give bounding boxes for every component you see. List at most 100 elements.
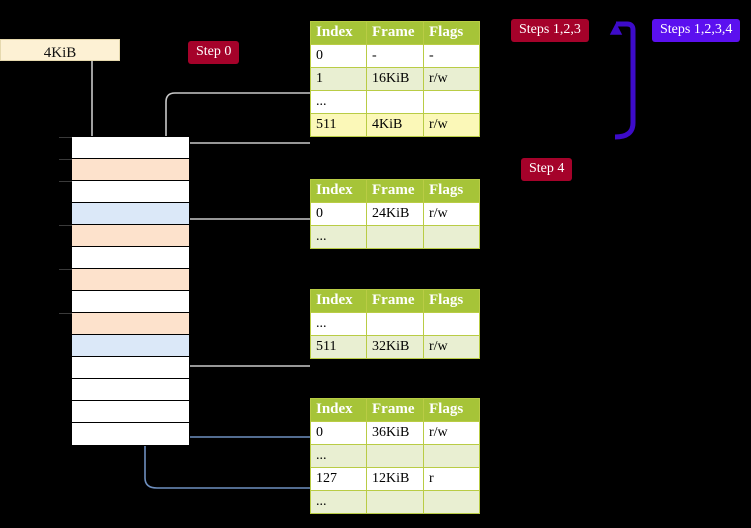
memory-frame-row <box>72 401 189 423</box>
table-row: 0 24KiB r/w <box>310 202 480 226</box>
cell-frame <box>366 90 424 114</box>
table-header-row: Index Frame Flags <box>310 21 480 45</box>
cell-index: ... <box>310 444 367 468</box>
table-row: ... <box>310 312 480 336</box>
memory-frame-tick <box>59 137 72 138</box>
column-header-frame: Frame <box>366 21 424 45</box>
cell-index: 511 <box>310 335 367 359</box>
cell-flags <box>423 490 480 514</box>
cell-frame: 24KiB <box>366 202 424 226</box>
cell-index: 0 <box>310 44 367 68</box>
cell-index: ... <box>310 225 367 249</box>
cell-frame <box>366 225 424 249</box>
badge-steps-1234: Steps 1,2,3,4 <box>652 19 741 42</box>
cell-index: ... <box>310 490 367 514</box>
memory-frame-row <box>72 379 189 401</box>
column-header-index: Index <box>310 289 367 313</box>
cell-index: 127 <box>310 467 367 491</box>
table-row: 0 - - <box>310 44 480 68</box>
column-header-frame: Frame <box>366 289 424 313</box>
cell-index: 0 <box>310 202 367 226</box>
table-header-row: Index Frame Flags <box>310 398 480 422</box>
column-header-index: Index <box>310 21 367 45</box>
wire-pdpt-0-to-frame <box>177 218 310 262</box>
cell-index: 0 <box>310 421 367 445</box>
memory-frame-row <box>72 225 189 247</box>
memory-frame-row <box>72 269 189 291</box>
physical-memory-column <box>71 136 190 446</box>
table-row: ... <box>310 444 480 468</box>
memory-frame-row <box>72 335 189 357</box>
memory-frame-row <box>72 137 189 159</box>
page-table-pd: Index Frame Flags ... 511 32KiB r/w <box>310 289 480 359</box>
badge-steps-123: Steps 1,2,3 <box>511 19 589 42</box>
cell-flags: r/w <box>423 335 480 359</box>
table-row: 1 16KiB r/w <box>310 67 480 91</box>
column-header-flags: Flags <box>423 398 480 422</box>
wire-pml4-1-to-frame <box>165 92 310 219</box>
table-row: 511 32KiB r/w <box>310 335 480 359</box>
cell-frame: 16KiB <box>366 67 424 91</box>
badge-step-4: Step 4 <box>521 158 573 181</box>
memory-frame-tick <box>59 269 72 270</box>
memory-frame-tick <box>59 181 72 182</box>
memory-frame-row <box>72 247 189 269</box>
cell-index: 1 <box>310 67 367 91</box>
cell-frame <box>366 312 424 336</box>
cell-index: ... <box>310 90 367 114</box>
memory-frame-tick <box>59 159 72 160</box>
cell-flags: r/w <box>423 421 480 445</box>
cell-index: ... <box>310 312 367 336</box>
memory-frame-tick <box>59 313 72 314</box>
wire-pml4-511-to-frame <box>171 142 310 167</box>
column-header-flags: Flags <box>423 289 480 313</box>
wire-pd-511-to-frame <box>171 310 310 367</box>
column-header-index: Index <box>310 398 367 422</box>
table-row: 127 12KiB r <box>310 467 480 491</box>
table-row: ... <box>310 225 480 249</box>
table-row: ... <box>310 490 480 514</box>
cell-frame: - <box>366 44 424 68</box>
cell-index: 511 <box>310 113 367 137</box>
table-row: 0 36KiB r/w <box>310 421 480 445</box>
cell-flags: - <box>423 44 480 68</box>
column-header-flags: Flags <box>423 21 480 45</box>
cell-flags <box>423 444 480 468</box>
cell-frame: 4KiB <box>366 113 424 137</box>
memory-frame-row <box>72 203 189 225</box>
memory-frame-row <box>72 181 189 203</box>
cell-flags <box>423 90 480 114</box>
cell-flags: r <box>423 467 480 491</box>
page-table-pdpt: Index Frame Flags 0 24KiB r/w ... <box>310 179 480 249</box>
cell-flags <box>423 225 480 249</box>
table-row: ... <box>310 90 480 114</box>
wire-steps-1234-return <box>609 21 636 140</box>
wire-pt-127-to-frame <box>138 208 310 489</box>
memory-frame-row <box>72 159 189 181</box>
column-header-flags: Flags <box>423 179 480 203</box>
column-header-frame: Frame <box>366 398 424 422</box>
memory-frame-row <box>72 423 189 445</box>
cell-flags: r/w <box>423 67 480 91</box>
memory-frame-row <box>72 357 189 379</box>
cell-flags <box>423 312 480 336</box>
cell-flags: r/w <box>423 202 480 226</box>
memory-frame-tick <box>59 225 72 226</box>
page-table-pml4: Index Frame Flags 0 - - 1 16KiB r/w ... <box>310 21 480 137</box>
table-row: 511 4KiB r/w <box>310 113 480 137</box>
cell-frame: 12KiB <box>366 467 424 491</box>
page-table-pt: Index Frame Flags 0 36KiB r/w ... 127 12… <box>310 398 480 514</box>
cell-frame: 32KiB <box>366 335 424 359</box>
cell-frame <box>366 490 424 514</box>
column-header-index: Index <box>310 179 367 203</box>
badge-step-0: Step 0 <box>188 41 240 64</box>
memory-frame-row <box>72 291 189 313</box>
cell-flags: r/w <box>423 113 480 137</box>
table-header-row: Index Frame Flags <box>310 179 480 203</box>
memory-size-label: 4KiB <box>0 39 120 61</box>
table-header-row: Index Frame Flags <box>310 289 480 313</box>
cell-frame <box>366 444 424 468</box>
memory-frame-row <box>72 313 189 335</box>
cell-frame: 36KiB <box>366 421 424 445</box>
